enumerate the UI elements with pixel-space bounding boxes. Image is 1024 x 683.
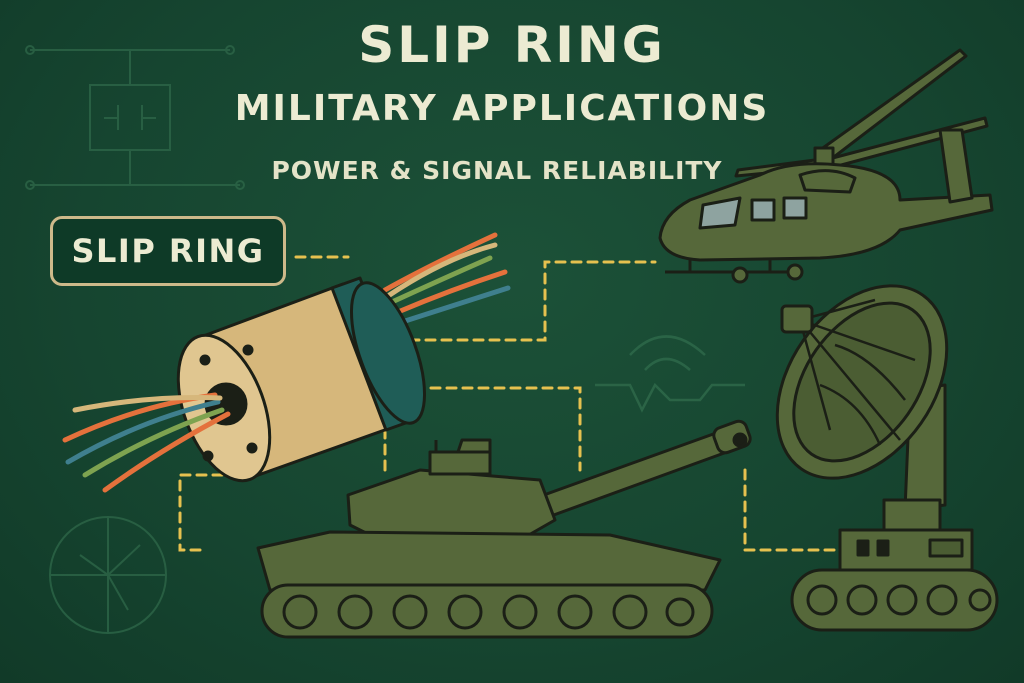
wifi-signal-icon bbox=[595, 335, 745, 413]
circuit-icon bbox=[25, 45, 245, 190]
slip-ring-icon bbox=[62, 232, 511, 493]
main-title: SLIP RING bbox=[358, 16, 666, 74]
tagline: POWER & SIGNAL RELIABILITY bbox=[271, 156, 723, 185]
subtitle: MILITARY APPLICATIONS bbox=[234, 88, 770, 129]
crosshair-icon bbox=[49, 516, 167, 634]
tank-icon bbox=[256, 419, 752, 639]
radar-dish-icon bbox=[775, 284, 999, 632]
helicopter-icon bbox=[658, 48, 994, 284]
slip-ring-label: SLIP RING bbox=[50, 216, 286, 286]
